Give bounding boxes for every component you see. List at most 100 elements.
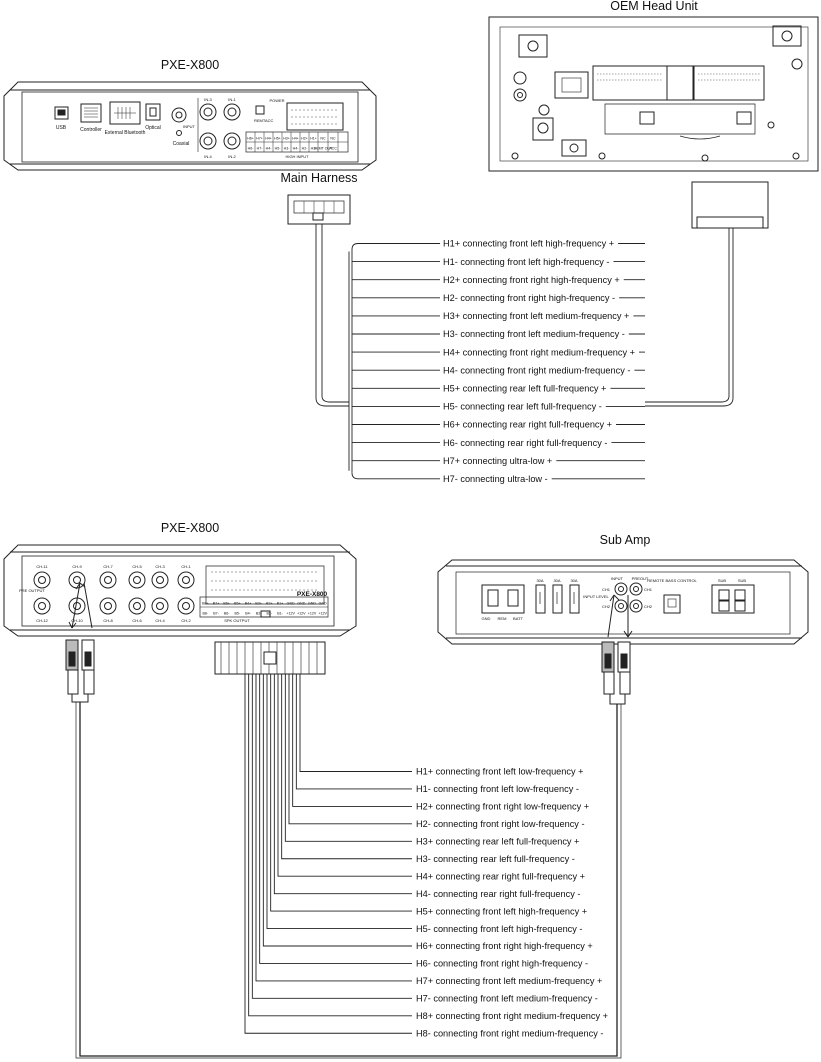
bottom-connection-label: H7+ connecting front left medium-frequen…: [416, 976, 602, 986]
rca-jack-core: [182, 576, 190, 584]
high-input-pin-top: H2+: [301, 137, 308, 141]
bottom-wire: [251, 674, 412, 999]
bottom-wire: [273, 674, 412, 895]
bottom-wire: [244, 674, 412, 1034]
bottom-connection-label: H5+ connecting front left high-frequency…: [416, 906, 587, 916]
bottom-wire: [248, 674, 412, 1017]
top-device-title: PXE-X800: [161, 58, 219, 72]
sub-amp-unit: [437, 559, 809, 645]
sub-ch2-label: CH2: [602, 604, 611, 609]
bottom-wire: [255, 674, 412, 982]
channel-label-bottom: CH-6: [132, 618, 142, 623]
high-input-pin-bottom: H6-: [248, 147, 255, 151]
rca-jack: [151, 597, 169, 615]
bottom-connection-label: H8+ connecting front right medium-freque…: [416, 1011, 608, 1021]
channel-label-top: CH-5: [132, 564, 142, 569]
rca-jack-core: [156, 602, 164, 610]
top-connection-label: H2- connecting front right high-frequenc…: [443, 293, 615, 303]
top-connection-label: H7+ connecting ultra-low +: [443, 456, 552, 466]
oem-harness-connector: [691, 181, 769, 229]
bottom-wire: [259, 674, 412, 964]
channel-label-bottom: CH-4: [155, 618, 165, 623]
in2-label: IN-2: [228, 154, 236, 159]
high-input-pin-top: H5+: [274, 137, 281, 141]
sub-input-label: INPUT: [611, 576, 624, 581]
pre-output-rca-jacks: CH-11CH-12CH-9CH-10CH-7CH-8CH-5CH-6CH-3C…: [33, 564, 195, 623]
spk-output-pin-bottom: B5-: [235, 612, 241, 616]
bottom-wire: [266, 674, 412, 929]
top-connection-label: H7- connecting ultra-low -: [443, 474, 548, 484]
top-wire: [351, 243, 440, 250]
top-connection-label: H6- connecting rear right full-frequency…: [443, 438, 607, 448]
sub-input-level-label: INPUT LEVEL: [583, 594, 609, 599]
top-connection-label: H4+ connecting front right medium-freque…: [443, 347, 635, 357]
sub-remote-label: REMOTE BASS CONTROL: [647, 578, 697, 583]
rca-jack-core: [38, 576, 46, 584]
rca-jack-core: [38, 602, 46, 610]
channel-label-bottom: CH-2: [181, 618, 191, 623]
rca-jack: [128, 597, 146, 615]
bottom-device-title: PXE-X800: [161, 521, 219, 535]
bottom-wire-bundle: [244, 674, 412, 1034]
sub-amp-labels: GND REM BATT 30A 30A 30A INPUT PREOUT IN…: [482, 576, 747, 621]
sub-preout-label: PREOUT: [632, 576, 649, 581]
top-wire: [351, 472, 440, 480]
channel-label-bottom: CH-12: [36, 618, 48, 623]
high-input-pin-bottom: H1-: [311, 147, 318, 151]
rca-jack: [99, 597, 117, 615]
spk-output-pin-top: B7+: [213, 602, 220, 606]
bottom-wire: [284, 674, 412, 842]
high-input-pin-top: H6+: [247, 137, 254, 141]
bottom-wire: [292, 674, 412, 807]
bottom-wire: [262, 674, 412, 947]
controller-label: Controller: [80, 127, 102, 133]
top-connection-label: H4- connecting front right medium-freque…: [443, 365, 630, 375]
spk-output-pin-top: GND: [308, 602, 316, 606]
high-input-pin-bottom: H4-: [293, 147, 300, 151]
spk-output-pin-bottom: B1-: [277, 612, 283, 616]
sub-batt-label: BATT: [513, 616, 523, 621]
top-connection-label: H2+ connecting front right high-frequenc…: [443, 275, 620, 285]
rca-jack-core: [73, 576, 81, 584]
rca-jack: [33, 571, 51, 589]
channel-label-top: CH-1: [181, 564, 191, 569]
sub-speaker-1-label: SUB: [718, 578, 727, 583]
top-pxe-x800-unit: [3, 81, 377, 171]
rca-cable: [65, 582, 633, 1059]
channel-label-top: CH-7: [103, 564, 113, 569]
sub-speaker-2-label: SUB: [738, 578, 747, 583]
spk-output-pin-top: GND: [319, 602, 327, 606]
oem-right-cable-inner: [645, 228, 730, 403]
spk-output-pin-bottom: +12V: [297, 612, 306, 616]
bottom-connection-label: H6+ connecting front right high-frequenc…: [416, 941, 593, 951]
in1-label: IN-1: [228, 97, 236, 102]
spk-output-pin-top: B1+: [277, 602, 284, 606]
high-input-pin-bottom: ACC: [329, 147, 337, 151]
remt-label: REMT: [254, 118, 266, 123]
top-connection-label: H1+ connecting front left high-frequency…: [443, 239, 614, 249]
bottom-connection-label: H1- connecting front left low-frequency …: [416, 784, 579, 794]
rca-jack: [128, 571, 146, 589]
top-connection-label: H3- connecting front left medium-frequen…: [443, 329, 625, 339]
brand-label: PXE-X800: [297, 591, 328, 598]
rca-jack-core: [73, 602, 81, 610]
pre-output-label: PRE OUTPUT: [19, 588, 45, 593]
bottom-wire: [295, 674, 412, 790]
optical-label: Optical: [145, 125, 161, 131]
sub-ch1-label: CH1: [602, 587, 611, 592]
harness-left-cable: [315, 224, 349, 407]
bottom-wire: [299, 674, 412, 772]
high-input-pin-top: NC: [330, 137, 336, 141]
spk-output-pin-bottom: B8-: [203, 612, 209, 616]
bottom-connection-label: H2+ connecting front right low-frequency…: [416, 802, 589, 812]
coaxial-label: Coaxial: [173, 141, 190, 147]
spk-output-pin-top: GND: [287, 602, 295, 606]
sub-rem-label: REM: [498, 616, 507, 621]
bottom-connection-label: H8- connecting front right medium-freque…: [416, 1028, 603, 1038]
spk-output-pin-bottom: B2-: [267, 612, 273, 616]
spk-output-pin-bottom: +12V: [286, 612, 295, 616]
high-input-pin-top: NC: [320, 137, 326, 141]
spk-output-pin-top: B5+: [234, 602, 241, 606]
